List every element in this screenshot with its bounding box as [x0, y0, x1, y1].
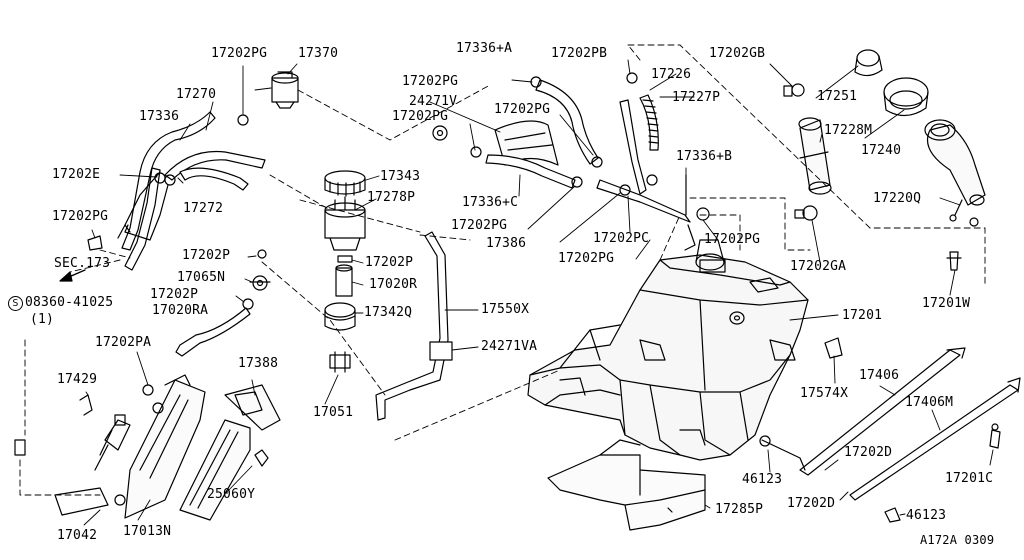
tank-straps: [759, 337, 1021, 523]
part-label-17202p: 17202P: [182, 248, 231, 263]
part-label-17201c: 17201C: [945, 471, 994, 486]
left-hose-bundle: [87, 111, 266, 271]
part-label-17386: 17386: [486, 236, 527, 251]
part-label-46123: 46123: [742, 472, 783, 487]
part-label-17336-b: 17336+B: [676, 149, 733, 164]
part-label-17202pg-4: 17202PG: [392, 109, 449, 124]
part-label-17202pa: 17202PA: [95, 335, 152, 350]
part-label-17202pg-8: 17202PG: [704, 232, 761, 247]
part-label-17342q: 17342Q: [364, 305, 413, 320]
part-label-17201: 17201: [842, 308, 883, 323]
part-label-17202ga: 17202GA: [790, 259, 847, 274]
part-label-46123-2: 46123: [906, 508, 947, 523]
part-label-17202p-3: 17202P: [150, 287, 199, 302]
dashed-leader-lines: [19, 44, 986, 496]
part-label-24271v: 24271V: [409, 94, 458, 109]
filler-clamps: [783, 83, 818, 221]
part-label-17388: 17388: [238, 356, 279, 371]
bolt-symbol: S: [8, 296, 23, 311]
part-label-17272: 17272: [183, 201, 224, 216]
part-label-17202pg: 17202PG: [211, 46, 268, 61]
part-label-17013n: 17013N: [123, 524, 172, 539]
part-label-17226: 17226: [651, 67, 692, 82]
part-label-17202pg-7: 17202PG: [558, 251, 615, 266]
part-label-17202pg-3: 17202PG: [402, 74, 459, 89]
tank-protector-shape: [547, 439, 706, 531]
part-label-17020ra: 17020RA: [152, 303, 209, 318]
part-label-17336-a: 17336+A: [456, 41, 513, 56]
part-label-17065n: 17065N: [177, 270, 226, 285]
hose-17336-c: [432, 125, 583, 189]
breather-hoses: [619, 72, 659, 195]
part-label-17042: 17042: [57, 528, 98, 543]
part-label-17278p: 17278P: [367, 190, 416, 205]
part-label-17370: 17370: [298, 46, 339, 61]
part-label-17202pg-2: 17202PG: [52, 209, 109, 224]
filler-pipe-shapes: [798, 49, 986, 271]
part-label-17201w: 17201W: [922, 296, 971, 311]
part-label-17429: 17429: [57, 372, 98, 387]
part-label-17202d-2: 17202D: [787, 496, 836, 511]
sec-arrow: [59, 269, 86, 282]
part-label-17202gb: 17202GB: [709, 46, 766, 61]
fuel-tank-shape: [527, 254, 809, 461]
part-label-17202pb: 17202PB: [551, 46, 608, 61]
part-label-17343: 17343: [380, 169, 421, 184]
fuel-pump-assembly: [324, 170, 366, 373]
part-label-17228m: 17228M: [824, 123, 873, 138]
part-label-17202e: 17202E: [52, 167, 101, 182]
diagram-code: A172A 0309: [920, 533, 995, 547]
part-label-25060y: 25060Y: [207, 487, 256, 502]
part-label-17202pg-6: 17202PG: [451, 218, 508, 233]
part-label-17406m: 17406M: [905, 395, 954, 410]
part-label-17202pg-5: 17202PG: [494, 102, 551, 117]
part-label-17020r: 17020R: [369, 277, 418, 292]
part-label-17574x: 17574X: [800, 386, 849, 401]
sec-ref-label: SEC.173: [54, 256, 111, 271]
hose-17550x: [375, 231, 453, 421]
vacuum-valve-17370: [237, 71, 299, 126]
part-label-17336: 17336: [139, 109, 180, 124]
part-label-17220q: 17220Q: [873, 191, 922, 206]
part-label-17406: 17406: [859, 368, 900, 383]
part-label-17227p: 17227P: [672, 90, 721, 105]
part-label-17202d: 17202D: [844, 445, 893, 460]
part-label-17270: 17270: [176, 87, 217, 102]
part-label-17240: 17240: [861, 143, 902, 158]
leader-lines: [83, 59, 994, 526]
part-label-17285p: 17285P: [715, 502, 764, 517]
sec-ref-quantity: (1): [30, 312, 55, 327]
part-label-17550x: 17550X: [481, 302, 530, 317]
part-label-17202p-2: 17202P: [365, 255, 414, 270]
pump-fittings: [175, 249, 271, 357]
part-label-17336-c: 17336+C: [462, 195, 519, 210]
part-label-24271va: 24271VA: [481, 339, 538, 354]
part-label-17251: 17251: [817, 89, 858, 104]
part-label-17051: 17051: [313, 405, 354, 420]
part-label-17202pc: 17202PC: [593, 231, 650, 246]
